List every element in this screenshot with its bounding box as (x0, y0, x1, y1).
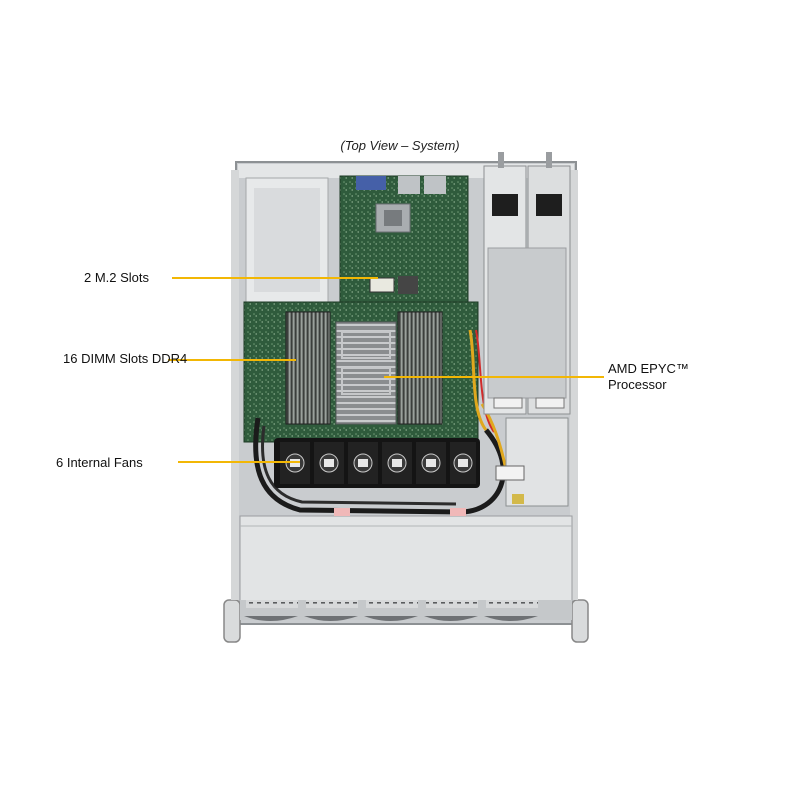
cpu-heatsink (335, 321, 397, 425)
fan (416, 442, 446, 484)
internal-fans (274, 438, 480, 488)
m2-slots (369, 276, 418, 294)
left-empty-bay (245, 177, 329, 303)
fan (382, 442, 412, 484)
fan (450, 442, 476, 484)
power-supplies (483, 152, 571, 415)
callout-internal-fans: 6 Internal Fans (56, 455, 143, 470)
power-distribution-board (495, 417, 569, 507)
callout-processor: AMD EPYC™ Processor (608, 361, 689, 392)
callout-lines (168, 277, 604, 463)
fan (314, 442, 344, 484)
front-drive-area (239, 508, 573, 621)
fan (348, 442, 378, 484)
callout-dimm-slots: 16 DIMM Slots DDR4 (63, 351, 188, 366)
view-caption: (Top View – System) (340, 138, 460, 153)
callout-m2-slots: 2 M.2 Slots (84, 270, 150, 285)
dimm-slots (285, 311, 443, 425)
